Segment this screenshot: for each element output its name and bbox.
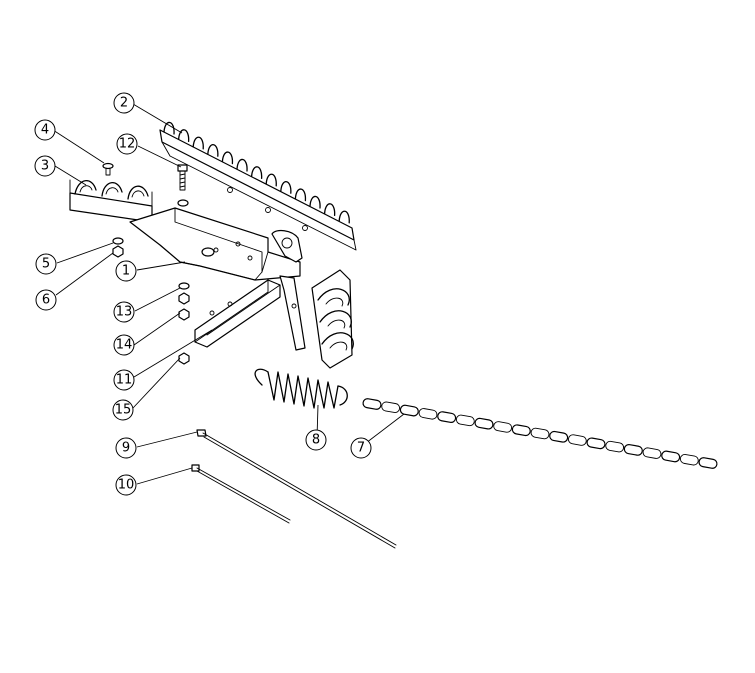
chain-link (493, 421, 513, 433)
comb-slot (250, 166, 263, 180)
chain-link (437, 411, 457, 423)
callout-balloons: 1 2 3 4 5 6 7 8 9 10 11 12 13 14 15 (34, 92, 372, 496)
callout-12-label: 12 (119, 137, 136, 152)
nut-6 (112, 245, 124, 258)
bolt-main (177, 164, 188, 191)
comb-slot (163, 121, 175, 135)
hose-holder-side (311, 269, 354, 369)
tension-spring (254, 368, 348, 409)
chain-link (623, 444, 643, 456)
chain-link (605, 440, 625, 453)
callout-1: 1 (115, 260, 137, 282)
callout-9-label: 9 (122, 441, 130, 456)
chain-link (418, 408, 438, 420)
comb-slot (309, 195, 321, 209)
callout-6: 6 (35, 289, 57, 311)
chain-link (474, 417, 494, 430)
comb-slot (338, 210, 350, 224)
callout-13: 13 (113, 301, 135, 323)
cable-tie-short (191, 464, 291, 524)
cable-tie-long (196, 429, 397, 549)
comb-slot (323, 203, 336, 217)
callout-5-label: 5 (42, 257, 50, 272)
callout-15: 15 (112, 399, 134, 421)
callout-5: 5 (35, 253, 57, 275)
leader-lines (52, 103, 405, 485)
callout-8: 8 (305, 429, 327, 451)
chain-link (567, 434, 587, 446)
chain (362, 398, 718, 469)
callout-9: 9 (115, 437, 137, 459)
callout-1-label: 1 (122, 264, 130, 279)
chain-link (511, 424, 531, 437)
chain-link (661, 450, 681, 463)
chain-link (679, 453, 699, 466)
callout-14-label: 14 (116, 338, 133, 353)
comb-slot (207, 144, 219, 157)
callout-14: 14 (113, 334, 135, 356)
bolt-small (102, 162, 114, 176)
callout-3: 3 (34, 155, 56, 177)
callout-7-label: 7 (357, 441, 365, 456)
callout-15-label: 15 (115, 403, 132, 418)
callout-11: 11 (113, 369, 135, 391)
chain-link (698, 457, 718, 469)
callout-8-label: 8 (312, 433, 320, 448)
chain-link (586, 437, 606, 450)
callout-7: 7 (350, 437, 372, 459)
callout-10: 10 (115, 474, 137, 496)
chain-link (399, 404, 419, 417)
main-mounting-bracket (129, 207, 306, 351)
comb-slot (177, 129, 190, 143)
washer-13 (178, 282, 190, 290)
callout-11-label: 11 (116, 373, 133, 388)
comb-slot (221, 151, 234, 165)
chain-link (381, 401, 401, 414)
chain-link (549, 430, 569, 443)
comb-slot (265, 173, 277, 187)
callout-4: 4 (34, 119, 56, 141)
comb-slot (192, 136, 204, 150)
washer-5 (112, 237, 124, 245)
callout-10-label: 10 (118, 478, 135, 493)
chain-link (642, 447, 662, 459)
chain-link (362, 398, 382, 410)
nut-13 (178, 292, 190, 305)
callout-13-label: 13 (116, 305, 133, 320)
comb-slot (294, 188, 307, 202)
comb-slot (236, 158, 248, 172)
callout-4-label: 4 (41, 123, 49, 138)
chain-link (530, 427, 550, 440)
chain-link (455, 414, 475, 427)
callout-2-label: 2 (120, 96, 128, 111)
nut-14 (178, 308, 190, 321)
hose-comb-bracket-long (159, 121, 357, 251)
callout-12: 12 (116, 133, 138, 155)
callout-6-label: 6 (42, 293, 50, 308)
washer-12 (177, 199, 189, 207)
callout-2: 2 (113, 92, 135, 114)
comb-slot (280, 181, 292, 194)
nut-15 (178, 352, 190, 365)
callout-3-label: 3 (41, 159, 49, 174)
